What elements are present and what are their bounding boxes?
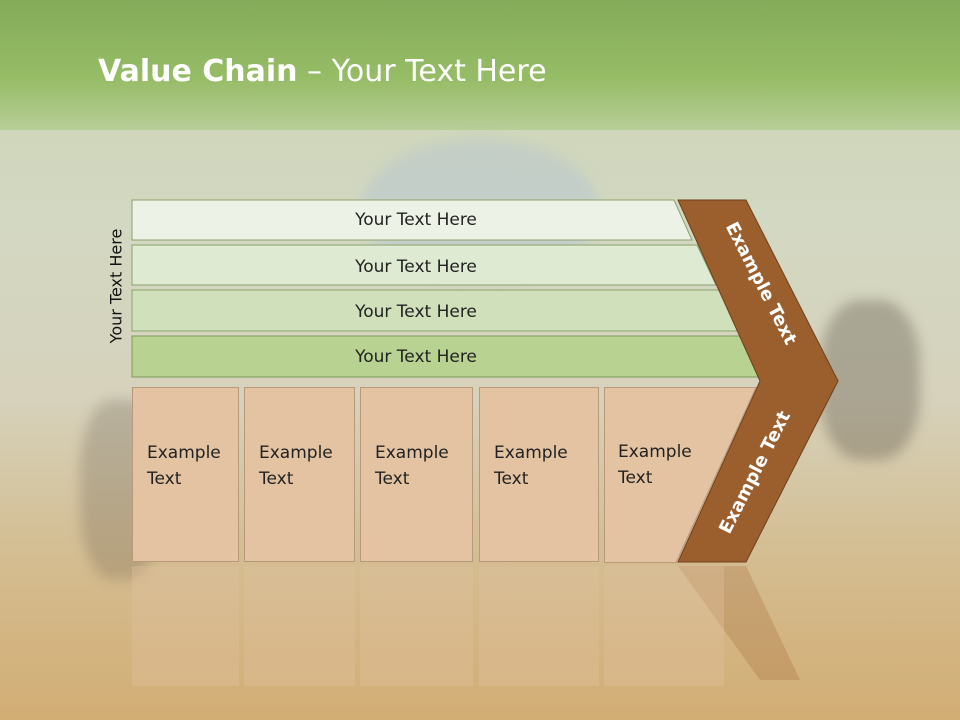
activity-box-3-line1: Example xyxy=(375,443,449,463)
chevron-reflection xyxy=(678,566,800,680)
slide-title: Value Chain – Your Text Here xyxy=(98,54,547,89)
bar-1-label: Your Text Here xyxy=(354,210,477,230)
activity-box-5[interactable]: Example Text xyxy=(604,387,704,562)
title-rest: – Your Text Here xyxy=(297,54,547,89)
bar-4-label: Your Text Here xyxy=(354,347,477,367)
title-bold: Value Chain xyxy=(98,54,298,89)
activity-box-5-line1: Example xyxy=(618,442,692,462)
background-leaves xyxy=(0,540,960,720)
title-banner xyxy=(0,0,960,130)
activity-box-3-line2: Text xyxy=(375,469,410,489)
activity-box-1-line2: Text xyxy=(147,469,182,489)
activity-box-3[interactable]: Example Text xyxy=(360,387,473,562)
activity-box-5-line2: Text xyxy=(618,468,653,488)
bar-2-label: Your Text Here xyxy=(354,257,477,277)
activity-box-2-line1: Example xyxy=(259,443,333,463)
activity-box-5-outline xyxy=(604,387,757,563)
activity-box-2-line2: Text xyxy=(259,469,294,489)
bar-4[interactable]: Your Text Here xyxy=(131,335,763,378)
boxes-reflection xyxy=(132,566,756,686)
activity-box-4-line2: Text xyxy=(494,469,529,489)
bar-3[interactable]: Your Text Here xyxy=(131,289,739,332)
activity-box-4-line1: Example xyxy=(494,443,568,463)
bar-3-label: Your Text Here xyxy=(354,302,477,322)
bar-1[interactable]: Your Text Here xyxy=(131,199,693,241)
bar-2[interactable]: Your Text Here xyxy=(131,244,717,286)
activity-box-4[interactable]: Example Text xyxy=(479,387,599,562)
activity-box-1-line1: Example xyxy=(147,443,221,463)
activity-box-2[interactable]: Example Text xyxy=(244,387,355,562)
activity-box-1[interactable]: Example Text xyxy=(132,387,239,562)
